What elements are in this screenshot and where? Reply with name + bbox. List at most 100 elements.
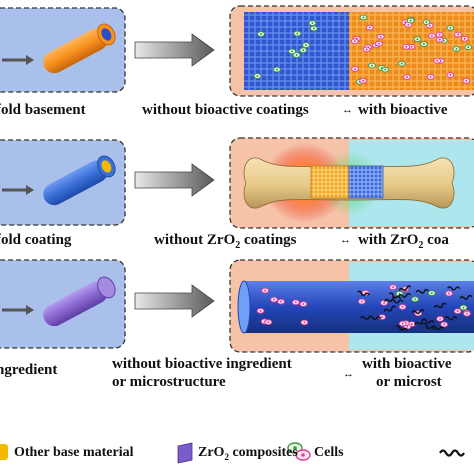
cell-nucleus <box>303 321 306 324</box>
cell-nucleus <box>353 40 356 43</box>
cell-nucleus <box>465 312 468 315</box>
row-3-after-label-line1: with bioactive <box>362 356 452 372</box>
row-1-compare-arrow: ↔ <box>342 104 353 116</box>
row-3-before-label-line1: without bioactive ingredient <box>112 356 292 372</box>
row-3 <box>0 259 474 353</box>
row-3-arrow <box>134 284 215 318</box>
cell-nucleus <box>422 43 425 46</box>
cell-nucleus <box>392 286 395 289</box>
cell-nucleus <box>456 33 459 36</box>
cell-nucleus <box>410 323 413 326</box>
cell-nucleus <box>259 33 262 36</box>
cell-nucleus <box>264 289 267 292</box>
row-3-compare-arrow: ↔ <box>343 368 354 380</box>
cell-nucleus <box>304 44 307 47</box>
fiber <box>357 290 370 296</box>
fiber <box>395 325 409 331</box>
row-3-after-label-line2: or microst <box>376 374 442 390</box>
cell-nucleus <box>360 300 363 303</box>
cell-nucleus <box>456 310 459 313</box>
cell-nucleus <box>430 292 433 295</box>
cells-icon <box>287 442 311 461</box>
cell-nucleus <box>302 49 305 52</box>
cell-nucleus <box>430 34 433 37</box>
cell-nucleus <box>428 24 431 27</box>
cell-nucleus <box>353 67 356 70</box>
row-1-left-label: fold basement <box>0 102 86 118</box>
cell-nucleus <box>409 19 412 22</box>
cell-nucleus <box>465 79 468 82</box>
cell-nucleus <box>425 21 428 24</box>
blue-tube-icon <box>2 155 116 206</box>
cell-nucleus <box>449 26 452 29</box>
fiber <box>433 302 447 309</box>
cell-nucleus <box>280 300 283 303</box>
fiber <box>368 315 382 321</box>
legend-label-zro2: ZrO2 composites <box>198 445 298 462</box>
fiber <box>421 318 435 324</box>
row-3-left-label: ngredient <box>0 362 58 378</box>
zro2-implant-right <box>348 165 384 199</box>
row-3-before-label-line2: or microstructure <box>112 374 226 390</box>
row-1-arrow <box>134 33 215 67</box>
cell-nucleus <box>414 298 417 301</box>
cell-nucleus <box>463 37 466 40</box>
cell-nucleus <box>379 35 382 38</box>
cell-nucleus <box>410 45 413 48</box>
row-1-before-label: without bioactive coatings <box>142 102 309 118</box>
cell-nucleus <box>384 68 387 71</box>
cell-nucleus <box>259 309 262 312</box>
fiber <box>459 294 473 300</box>
cell-nucleus <box>401 305 404 308</box>
cell-nucleus <box>429 75 432 78</box>
cell-nucleus <box>416 38 419 41</box>
cell-nucleus <box>383 301 386 304</box>
row-1-after-label: with bioactive <box>358 102 448 118</box>
cell-nucleus <box>447 292 450 295</box>
cell-nucleus <box>407 23 410 26</box>
legend-swatch-zro2 <box>177 442 193 464</box>
fiber <box>431 325 445 331</box>
fiber <box>444 316 458 321</box>
orange-tube-icon <box>2 23 116 74</box>
cell-nucleus <box>276 68 279 71</box>
cell-nucleus <box>381 316 384 319</box>
cell-nucleus <box>401 322 404 325</box>
cell-nucleus <box>443 323 446 326</box>
fiber <box>388 292 401 299</box>
zro2-implant-left <box>310 165 350 199</box>
rod-scaffold <box>242 281 474 333</box>
fiber <box>411 309 425 315</box>
cell-nucleus <box>377 42 380 45</box>
row-2-before-label: without ZrO2 coatings <box>154 232 297 251</box>
cell-nucleus <box>438 38 441 41</box>
cell-nucleus <box>467 46 470 49</box>
cell-nucleus <box>295 54 298 57</box>
cell-nucleus <box>312 27 315 30</box>
legend <box>0 442 465 464</box>
fiber-icon <box>439 449 465 457</box>
fiber <box>383 305 396 312</box>
cell-nucleus <box>405 76 408 79</box>
cell-nucleus <box>370 64 373 67</box>
fiber <box>447 286 461 291</box>
cell-nucleus <box>455 47 458 50</box>
cell-nucleus <box>256 75 259 78</box>
row-2-after-label: with ZrO2 coa <box>358 232 449 251</box>
legend-swatch-base-material <box>0 444 8 460</box>
row-3-fibers <box>357 285 473 331</box>
row-1-cells <box>253 14 473 85</box>
cell-nucleus <box>436 59 439 62</box>
fiber <box>390 299 404 304</box>
row-2-arrow <box>134 163 215 197</box>
legend-label-cells: Cells <box>314 445 344 460</box>
row-2-left-label: fold coating <box>0 232 72 248</box>
cell-nucleus <box>438 33 441 36</box>
purple-tube-icon <box>2 276 116 327</box>
cell-nucleus <box>439 317 442 320</box>
cell-nucleus <box>365 48 368 51</box>
fiber <box>397 293 411 298</box>
cell-nucleus <box>296 32 299 35</box>
cell-nucleus <box>368 26 371 29</box>
